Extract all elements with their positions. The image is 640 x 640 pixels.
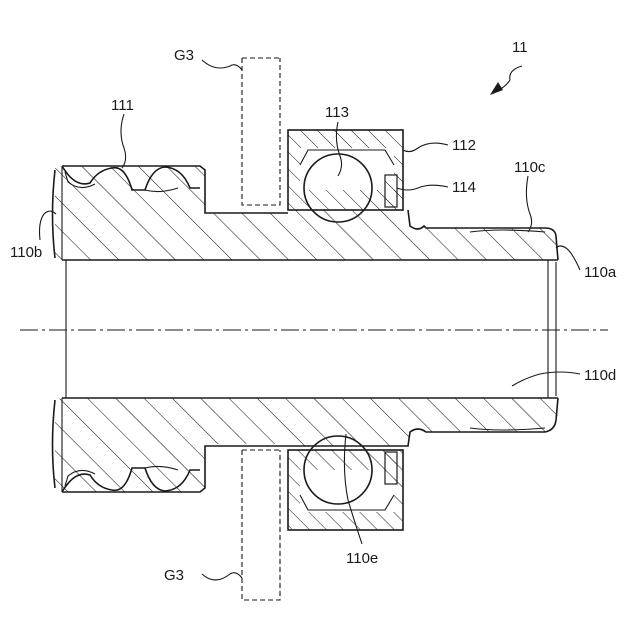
label-111: 111 xyxy=(111,97,134,114)
label-110e: 110e xyxy=(346,550,378,567)
label-g3-bottom: G3 xyxy=(164,567,184,584)
label-g3-top: G3 xyxy=(174,47,194,64)
gear-g3-upper xyxy=(242,58,280,205)
gear-g3-lower xyxy=(242,450,280,600)
label-110c: 110c xyxy=(514,159,546,176)
shaft-bore xyxy=(66,260,556,398)
label-ref-11: 11 xyxy=(512,39,528,56)
retainer-upper xyxy=(385,175,397,207)
label-110d: 110d xyxy=(584,367,616,384)
arrow-head-icon xyxy=(490,82,503,95)
label-113: 113 xyxy=(325,104,349,121)
label-114: 114 xyxy=(452,179,476,196)
label-110a: 110a xyxy=(584,264,617,281)
retainer-lower xyxy=(385,452,397,484)
label-112: 112 xyxy=(452,137,476,154)
label-110b: 110b xyxy=(10,244,42,261)
